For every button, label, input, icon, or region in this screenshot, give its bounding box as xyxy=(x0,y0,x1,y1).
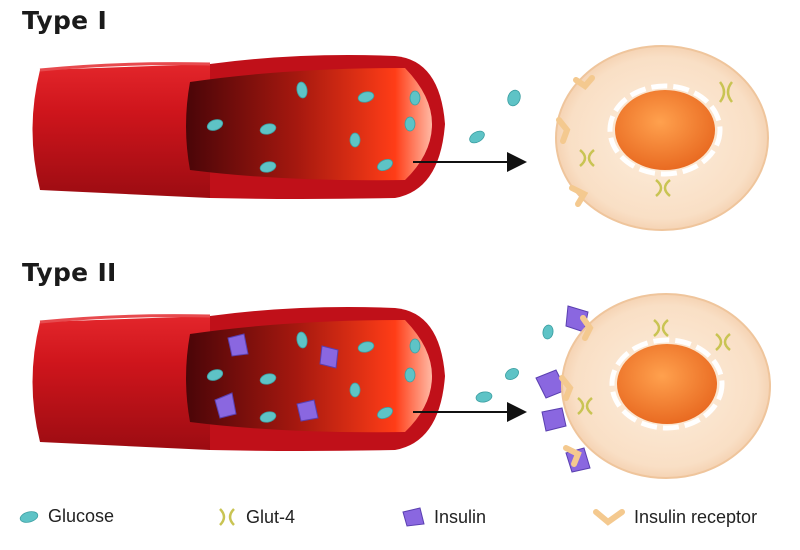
panel-title-type-2: Type II xyxy=(22,258,117,287)
cell-type-2 xyxy=(559,293,771,479)
legend-item-glucose: Glucose xyxy=(18,506,114,527)
insulin-icon xyxy=(402,507,425,527)
panel-title-type-1: Type I xyxy=(22,6,108,35)
glut4-icon xyxy=(577,319,731,415)
legend: Glucose Glut-4 Insulin Insulin receptor xyxy=(0,500,800,540)
legend-label-insulin-receptor: Insulin receptor xyxy=(634,506,758,527)
legend-label-glucose: Glucose xyxy=(48,506,115,526)
insulin-receptor-icon xyxy=(559,315,594,467)
blood-vessel-type-1 xyxy=(32,55,445,199)
glucose-icon xyxy=(19,510,39,523)
insulin-receptor-icon xyxy=(593,509,625,526)
legend-item-glut4: Glut-4 xyxy=(216,506,295,528)
blood-vessel-type-2 xyxy=(32,307,445,451)
glut4-icon xyxy=(579,81,734,197)
glucose-group-type-2 xyxy=(206,324,554,423)
diabetes-diagram xyxy=(32,45,771,479)
legend-label-glut4: Glut-4 xyxy=(246,506,296,527)
insulin-receptor-icon xyxy=(556,75,595,207)
legend-item-insulin: Insulin xyxy=(400,506,486,528)
cell-type-1 xyxy=(555,45,769,231)
legend-label-insulin: Insulin xyxy=(434,506,487,527)
glucose-group-type-1 xyxy=(206,81,521,173)
glut4-icon xyxy=(219,508,235,526)
legend-item-insulin-receptor: Insulin receptor xyxy=(592,506,757,528)
